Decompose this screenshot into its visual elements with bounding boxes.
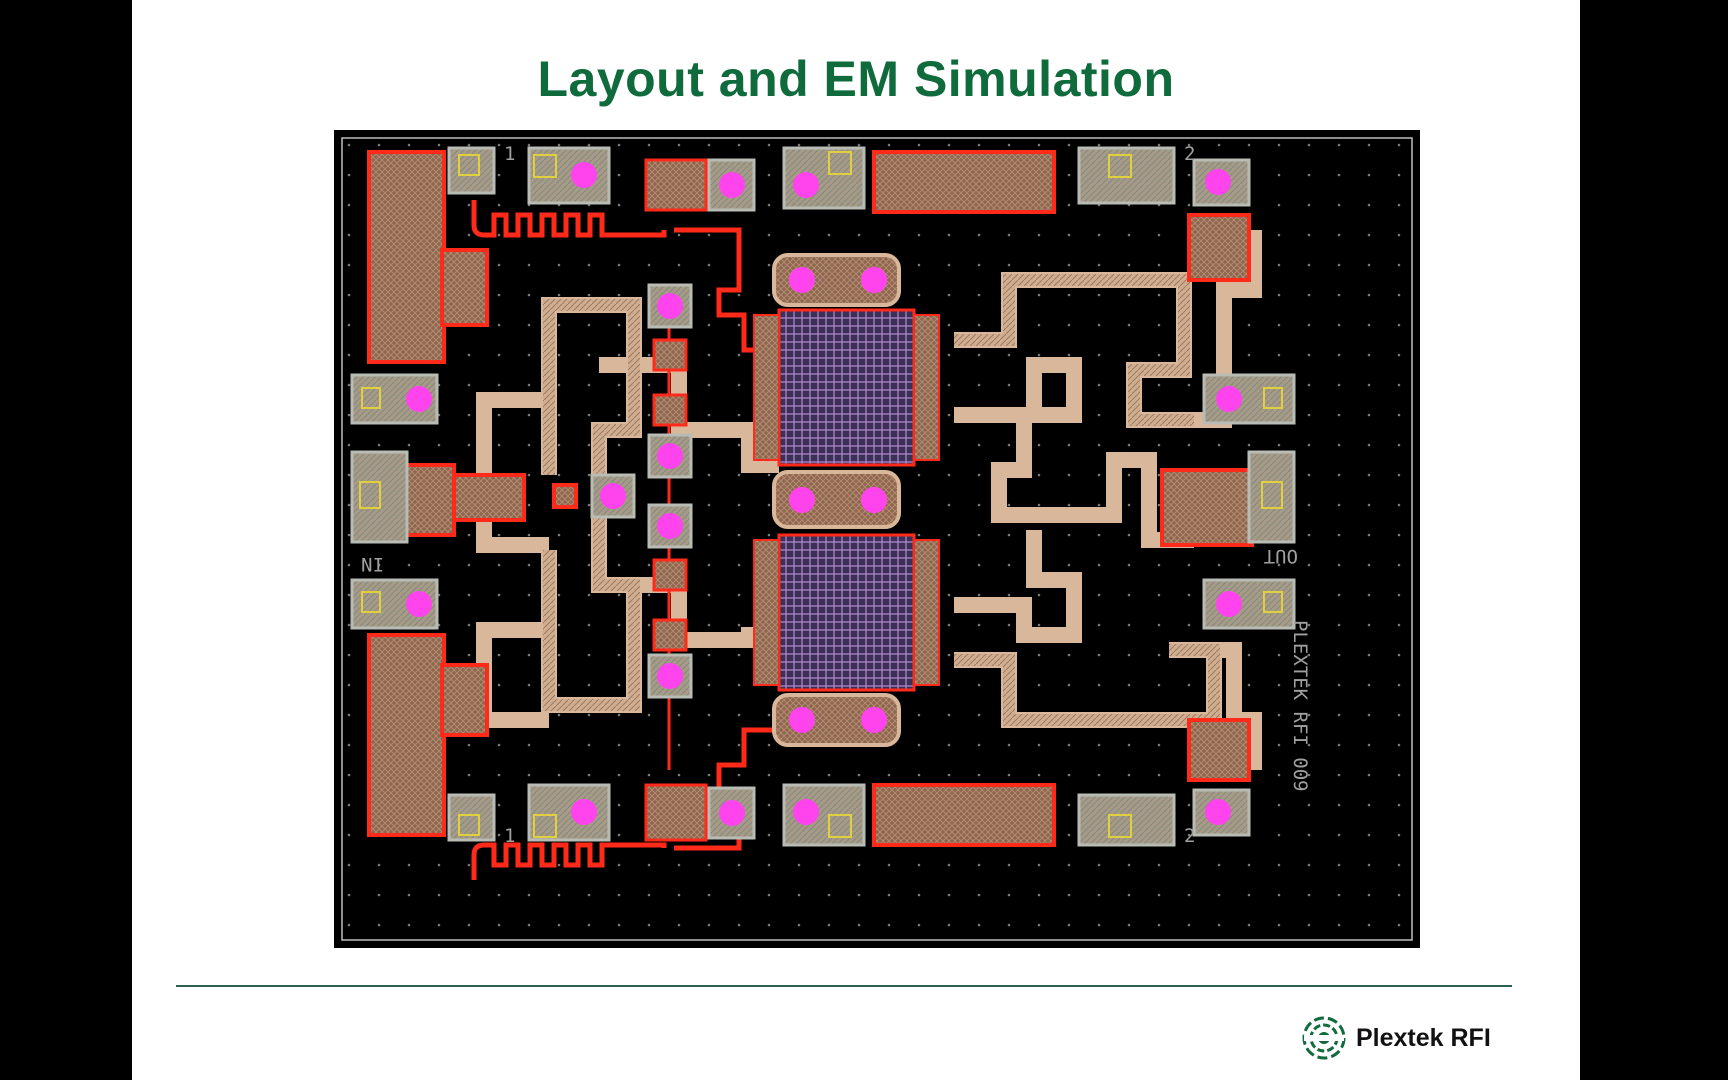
pad-bottom-2 xyxy=(527,783,611,842)
pad-top-5 xyxy=(1077,146,1251,207)
pad-label-top-2: 2 xyxy=(1184,143,1195,165)
brand-footer: Plextek RFI xyxy=(1302,1012,1491,1064)
pad-out-upper xyxy=(1202,373,1296,425)
left-cap-upper xyxy=(367,150,446,364)
top-cap-right xyxy=(872,150,1056,214)
pad-top-2 xyxy=(527,146,611,205)
shunt-via-stack xyxy=(590,283,693,699)
left-cap-lower xyxy=(367,633,446,837)
pad-out-lower xyxy=(1202,578,1296,630)
transistor-array-lower xyxy=(753,533,940,692)
pad-top-1 xyxy=(447,146,496,195)
pad-top-4 xyxy=(782,146,866,210)
output-port-label: OUT xyxy=(1264,545,1298,567)
pad-bottom-1 xyxy=(447,793,496,842)
meander-upper xyxy=(471,200,667,238)
plextek-logo-icon xyxy=(1302,1016,1346,1060)
slide-title: Layout and EM Simulation xyxy=(537,51,1175,107)
pad-in-upper xyxy=(350,373,439,425)
pad-bottom-5 xyxy=(1077,788,1251,847)
meander-lower xyxy=(471,842,667,880)
out-bias-cap-lower xyxy=(1187,718,1251,782)
bias-capacitors xyxy=(367,150,1254,847)
chip-boundary xyxy=(341,137,1413,941)
pad-label-top-1: 1 xyxy=(504,143,515,165)
pad-out xyxy=(1247,450,1296,544)
transistor-array-upper xyxy=(753,308,940,467)
input-dc-block xyxy=(404,463,456,537)
gate-bias-upper xyxy=(674,227,779,353)
pad-bottom-3 xyxy=(644,783,756,842)
output-combine xyxy=(999,452,1194,548)
chip-layout-figure: IN OUT PLEXTEK RFI 009 1 2 1 2 xyxy=(334,130,1420,948)
input-port-label: IN xyxy=(361,553,384,575)
chip-watermark: PLEXTEK RFI 009 xyxy=(1289,620,1311,792)
footer-divider xyxy=(176,985,1512,987)
output-dc-block xyxy=(1160,468,1254,547)
pad-in xyxy=(350,450,409,544)
bond-pads xyxy=(350,146,1296,847)
bottom-cap-right xyxy=(872,783,1056,847)
pad-in-lower xyxy=(350,578,439,630)
pad-top-3 xyxy=(644,158,756,212)
brand-name: Plextek RFI xyxy=(1356,1023,1491,1052)
pad-label-bottom-1: 1 xyxy=(504,825,515,847)
pad-label-bottom-2: 2 xyxy=(1184,825,1195,847)
slide: Layout and EM Simulation xyxy=(132,0,1580,1080)
output-trace-mid-lower xyxy=(954,530,1082,643)
output-trace-mid-upper xyxy=(954,357,1082,523)
source-via-bars xyxy=(772,253,901,747)
pad-bottom-4 xyxy=(782,783,866,847)
chip-layout-svg: IN OUT PLEXTEK RFI 009 1 2 1 2 xyxy=(334,130,1420,948)
out-bias-cap-upper xyxy=(1187,213,1251,282)
